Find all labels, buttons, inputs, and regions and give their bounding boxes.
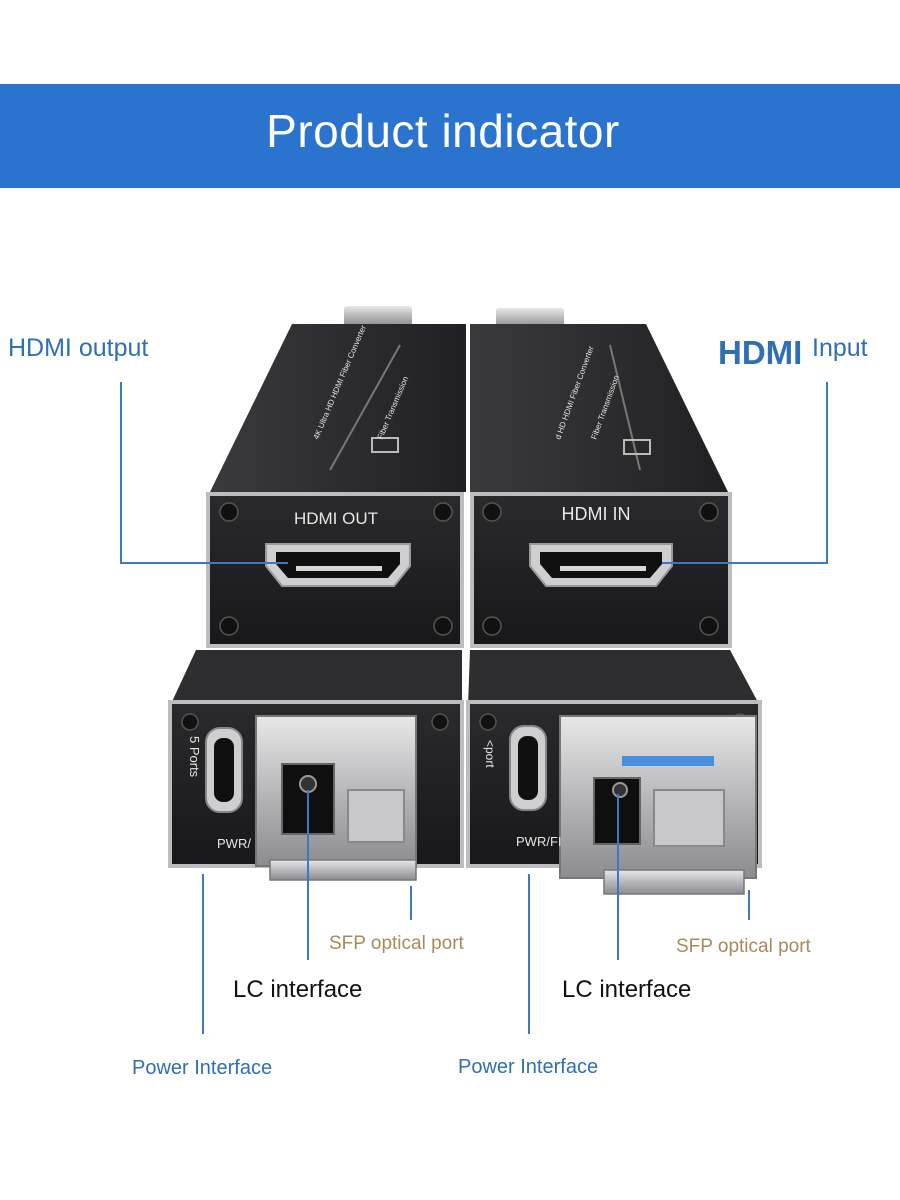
port-text-right: <port [483,740,497,768]
line-lc-right [617,794,619,960]
title-banner [0,84,900,188]
label-sfp-right: SFP optical port [676,936,811,957]
pwr-text-right: PWR/FI [516,834,562,849]
hdmi-out-text: HDMI OUT [294,509,378,528]
top-body-left [210,324,466,492]
pwr-text-left: PWR/ [217,836,251,851]
label-hdmi-input: Input [812,334,868,362]
hdmi-in-text: HDMI IN [562,504,631,524]
line-lc-left [307,790,309,960]
line-hdmi-input-h [662,562,828,564]
line-power-right [528,874,530,1034]
label-power-right: Power Interface [458,1056,599,1078]
banner-title: Product indicator [266,105,620,157]
line-sfp-right [748,890,750,920]
top-body-right [470,324,728,492]
line-hdmi-output-v [120,382,122,564]
label-lc-left: LC interface [233,976,363,1003]
label-hdmi-output: HDMI output [8,334,149,362]
ports-text-left: 5 Ports [187,736,202,778]
line-hdmi-input-v [826,382,828,564]
line-power-left [202,874,204,1034]
label-power-left: Power Interface [132,1057,273,1079]
label-hdmi-input-bold: HDMI [718,334,803,371]
connector-tab-right [496,308,564,328]
line-sfp-left [410,886,412,920]
connector-tab-left [344,306,412,326]
label-sfp-left: SFP optical port [329,933,464,954]
line-hdmi-output-h [120,562,288,564]
label-lc-right: LC interface [562,976,692,1003]
